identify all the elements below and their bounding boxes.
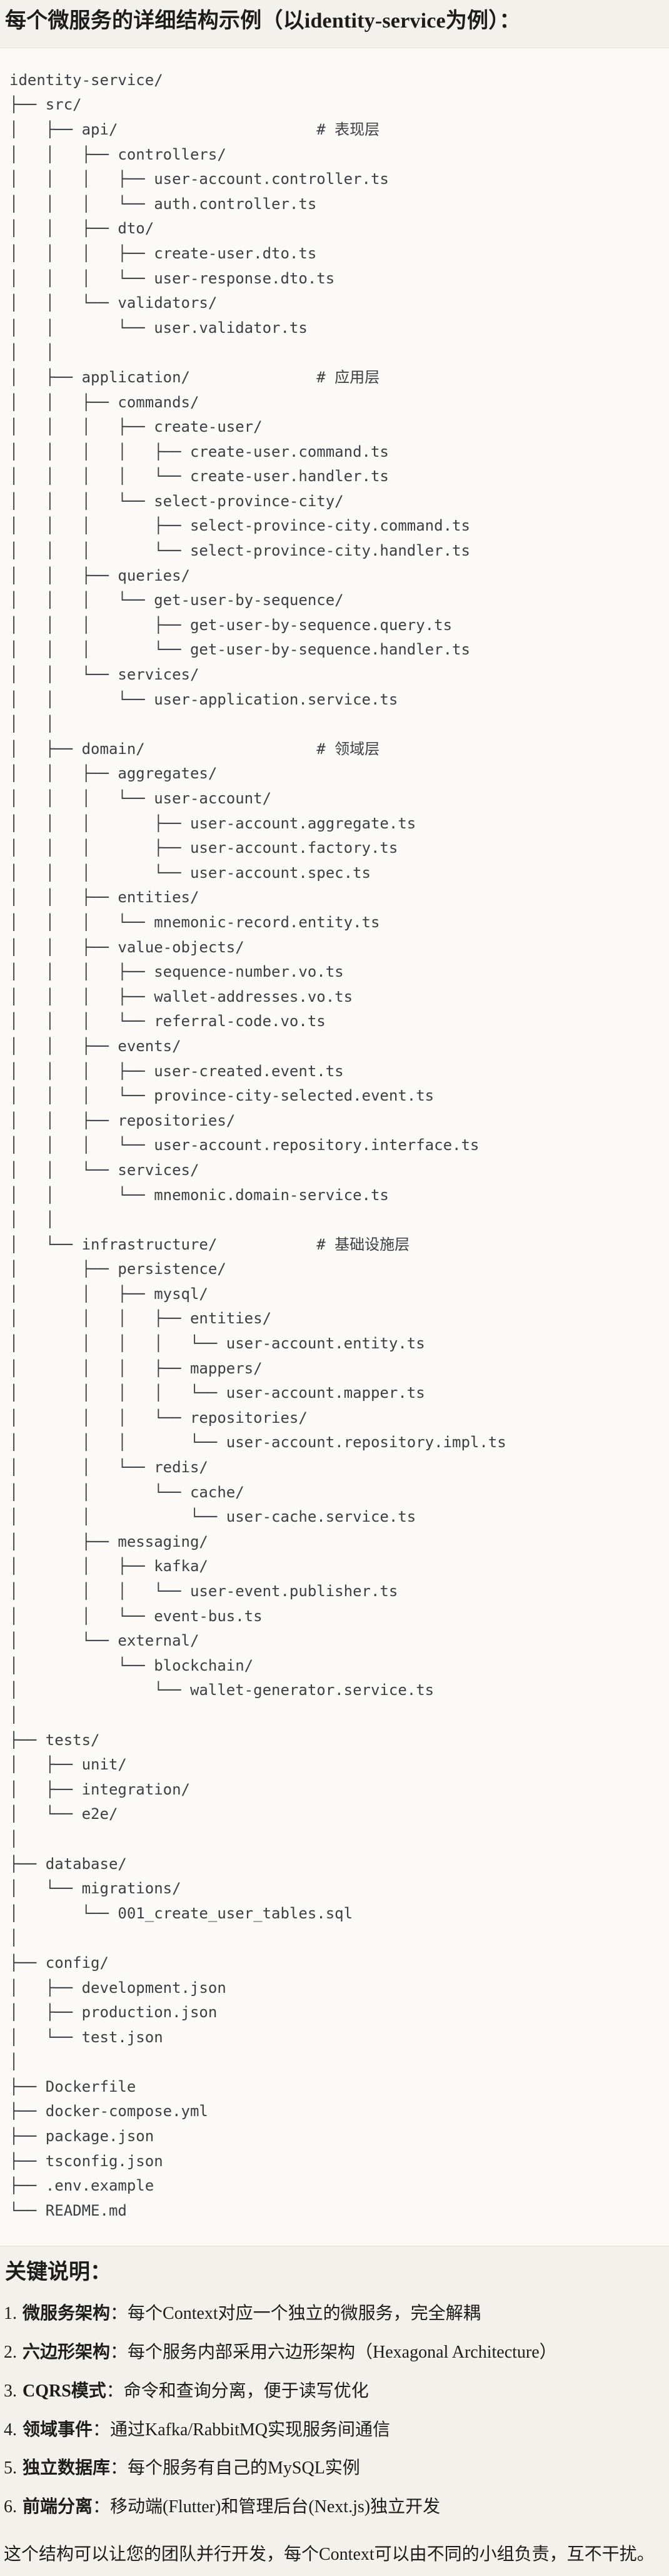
file-tree: identity-service/ ├── src/ │ ├── api/ # … [9, 71, 506, 2219]
note-term: 六边形架构 [23, 2343, 111, 2363]
list-number: 1. [4, 2304, 17, 2324]
list-number: 2. [4, 2343, 17, 2363]
page-title: 每个微服务的详细结构示例（以identity-service为例）： [5, 9, 521, 33]
note-description: ：移动端(Flutter)和管理后台(Next.js)独立开发 [93, 2497, 441, 2517]
notes-heading: 关键说明： [5, 2261, 111, 2284]
list-number: 5. [4, 2458, 17, 2478]
code-block: identity-service/ ├── src/ │ ├── api/ # … [0, 47, 669, 2247]
list-item: 3. CQRS模式：命令和查询分离，便于读写优化 [4, 2380, 665, 2403]
note-term: CQRS模式 [23, 2381, 106, 2401]
list-item: 6. 前端分离：移动端(Flutter)和管理后台(Next.js)独立开发 [4, 2495, 665, 2519]
list-item: 4. 领域事件：通过Kafka/RabbitMQ实现服务间通信 [4, 2418, 665, 2442]
notes-list: 1. 微服务架构：每个Context对应一个独立的微服务，完全解耦 2. 六边形架构… [0, 2302, 669, 2519]
note-description: ：每个Context对应一个独立的微服务，完全解耦 [110, 2304, 481, 2324]
note-term: 前端分离 [23, 2497, 93, 2517]
list-item: 5. 独立数据库：每个服务有自己的MySQL实例 [4, 2456, 665, 2480]
note-term: 独立数据库 [23, 2458, 111, 2478]
list-item: 1. 微服务架构：每个Context对应一个独立的微服务，完全解耦 [4, 2302, 665, 2326]
note-term: 微服务架构 [23, 2304, 111, 2324]
note-description: ：通过Kafka/RabbitMQ实现服务间通信 [93, 2420, 390, 2440]
note-description: ：每个服务有自己的MySQL实例 [110, 2458, 360, 2478]
list-item: 2. 六边形架构：每个服务内部采用六边形架构（Hexagonal Architec… [4, 2341, 665, 2365]
note-description: ：命令和查询分离，便于读写优化 [106, 2381, 369, 2401]
note-term: 领域事件 [23, 2420, 93, 2440]
note-description: ：每个服务内部采用六边形架构（Hexagonal Architecture） [110, 2343, 557, 2363]
list-number: 6. [4, 2497, 17, 2517]
list-number: 3. [4, 2381, 17, 2401]
list-number: 4. [4, 2420, 17, 2440]
closing-paragraph: 这个结构可以让您的团队并行开发，每个Context可以由不同的小组负责，互不干扰… [4, 2545, 655, 2565]
